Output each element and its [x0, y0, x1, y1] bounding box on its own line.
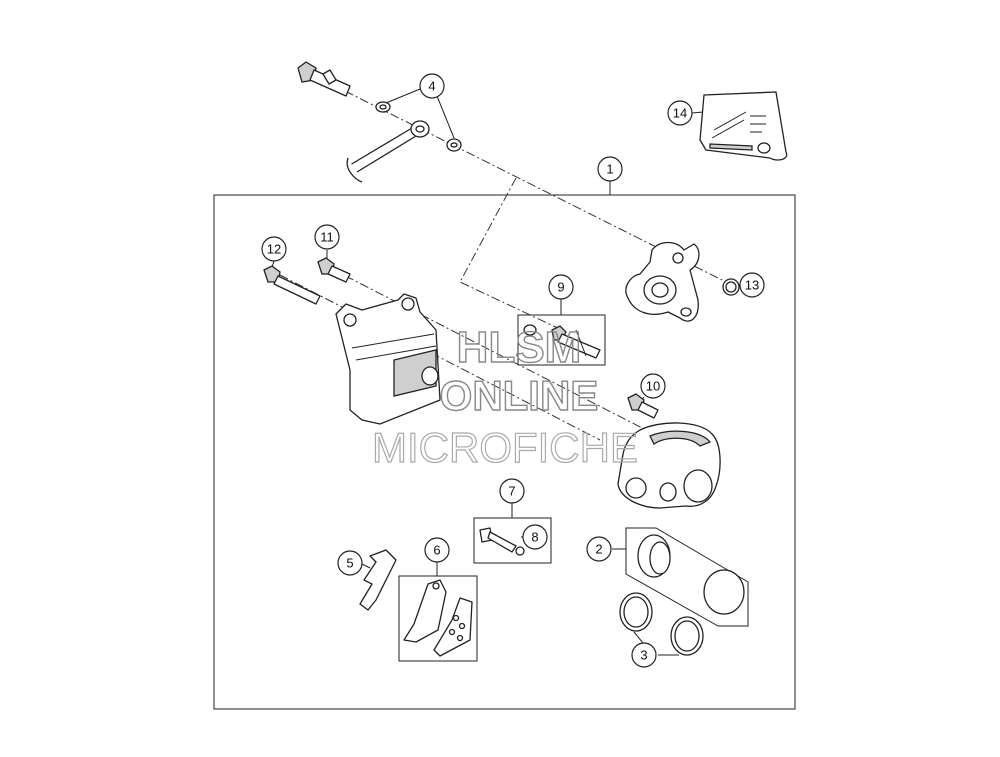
callout-label: 8: [531, 530, 538, 545]
callout-4: 4: [419, 73, 445, 99]
banjo-bolt-hose: [297, 61, 462, 183]
callout-13: 13: [739, 272, 765, 298]
watermark-line3: MICROFICHE: [372, 424, 638, 471]
callout-7: 7: [499, 478, 525, 504]
callout-label: 13: [745, 278, 759, 293]
spring-clip-5: [359, 549, 397, 611]
seals-3: [619, 592, 704, 656]
watermark-line1: HLSM: [457, 323, 582, 372]
callout-6: 6: [424, 537, 450, 563]
callout-2: 2: [586, 536, 612, 562]
callout-label: 9: [557, 280, 564, 295]
o-ring-13: [722, 278, 740, 296]
caliper-body: [617, 422, 721, 509]
bolt-10: [627, 393, 659, 419]
callout-label: 10: [646, 379, 660, 394]
callouts: 1 2 3 4 5 6 7 8 9 10 11 12 13 14: [261, 73, 765, 668]
assembly-frame: [213, 194, 796, 710]
callout-3: 3: [631, 642, 657, 668]
pistons-2: [625, 527, 749, 627]
callout-label: 4: [428, 79, 435, 94]
watermark-line2: ONLINE: [440, 372, 599, 419]
pin-kit-9: [517, 314, 606, 366]
callout-12: 12: [261, 236, 287, 262]
guide-pin-kit-7: [473, 517, 552, 564]
watermark: HLSM ONLINE MICROFICHE: [371, 322, 638, 471]
callout-9: 9: [548, 274, 574, 300]
caliper-carrier: [625, 241, 700, 322]
callout-14: 14: [667, 100, 693, 126]
repair-kit-bag: [699, 91, 788, 161]
callout-1: 1: [597, 156, 623, 182]
callout-label: 1: [606, 162, 613, 177]
callout-label: 3: [640, 648, 647, 663]
brake-pads-6: [398, 575, 478, 662]
callout-label: 12: [267, 242, 281, 257]
callout-8: 8: [522, 524, 548, 550]
callout-label: 14: [673, 106, 687, 121]
callout-label: 6: [433, 543, 440, 558]
callout-label: 11: [320, 230, 334, 245]
callout-11: 11: [314, 224, 340, 250]
callout-5: 5: [337, 550, 363, 576]
callout-label: 5: [346, 556, 353, 571]
callout-label: 2: [595, 542, 602, 557]
bolts-11-12: [263, 257, 351, 305]
mounting-bracket: [335, 293, 441, 425]
callout-10: 10: [640, 373, 666, 399]
callout-label: 7: [508, 484, 515, 499]
